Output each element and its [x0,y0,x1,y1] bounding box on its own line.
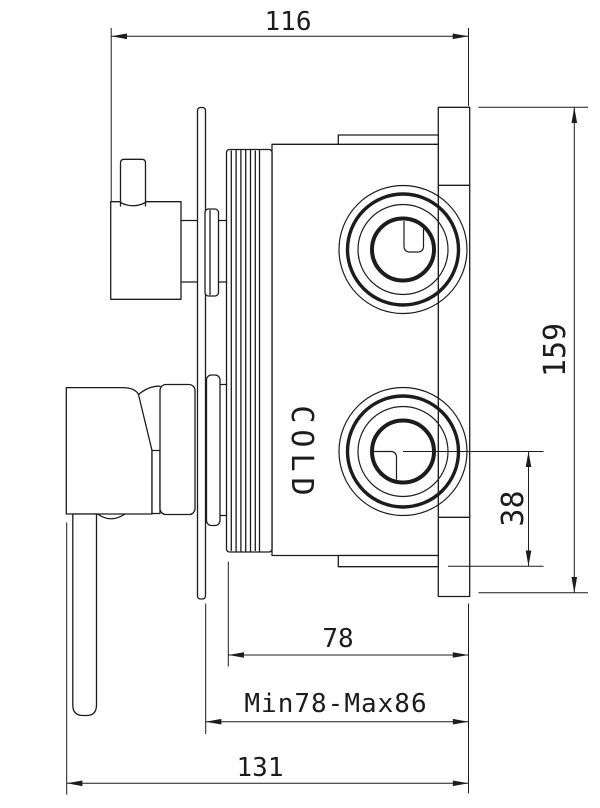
threaded-collar [225,148,273,553]
lever-neck-curve [137,385,161,396]
dim-install-depth-range-value: Min78-Max86 [244,689,427,719]
top-knob [338,184,468,315]
dim-body-depth-value: 78 [322,624,353,654]
diverter-handle [110,158,182,300]
lever-handle-body [65,386,153,515]
bottom-knob-keyway [373,450,398,480]
diverter-handle-stem [119,158,147,207]
bottom-pipe-union [337,554,439,568]
dim-overall-width: 116 [110,7,469,202]
dim-install-depth-range: Min78-Max86 [205,603,469,734]
escutcheon-plate [196,106,207,600]
top-pipe-union [337,134,439,145]
lever-joint-bump [96,513,126,520]
dim-outlet-offset: 38 [403,451,544,567]
mounting-plate [437,106,471,598]
dim-body-depth: 78 [227,561,469,667]
cold-port-label: COLD [284,405,319,501]
dim-outlet-offset-value: 38 [496,490,531,526]
dim-total-depth: 131 [66,522,469,795]
lever-adapter-cone [159,383,196,516]
dim-overall-width-value: 116 [265,7,312,37]
diverter-stem-base-arc [119,201,147,207]
lever-collar [205,374,228,527]
lever-handle [65,383,196,717]
dim-overall-height-value: 159 [538,323,573,377]
lever-neck-strip [151,449,161,515]
diverter-collar [204,208,220,297]
diverter-handle-body [110,201,182,300]
lever-handle-rod [72,513,98,717]
dim-overall-height: 159 [478,106,588,594]
top-knob-keyway [403,220,425,253]
dim-total-depth-value: 131 [237,753,284,783]
